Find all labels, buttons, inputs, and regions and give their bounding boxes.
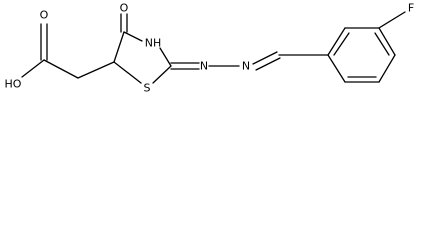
bond-n-ch-double-b (255, 57, 281, 71)
bond-ar-6-1 (327, 27, 346, 56)
bond-ar-1-2 (327, 54, 346, 83)
bond-n-ch-double-a (252, 51, 278, 65)
bond-c4-n3 (123, 31, 143, 42)
bond-c2-s1 (152, 65, 172, 84)
atom-label-ring-carbonyl-oxygen: O (120, 2, 129, 15)
bond-ar-3-4 (378, 54, 396, 83)
bond-ch2-c5 (77, 61, 115, 79)
bond-ar-inner-c (333, 32, 350, 56)
bond-s1-c5 (113, 61, 142, 84)
atom-label-acid-carbonyl-oxygen: O (40, 9, 49, 22)
bond-cooh-c-oh (21, 59, 45, 78)
atom-labels: HO O O NH S N N F (5, 2, 415, 95)
bond-c5-c4 (113, 31, 125, 63)
carboxylic-acid-group (21, 23, 115, 79)
atom-label-hydrazone-n2: N (242, 60, 250, 73)
bond-ar-inner-b (374, 32, 390, 56)
atom-label-hydrazone-n1: N (200, 60, 208, 73)
bond-ar-4-5 (378, 27, 396, 56)
bond-n3-c2 (159, 47, 172, 67)
hydrazone-linker (170, 51, 329, 71)
chemical-structure-diagram: HO O O NH S N N F (5, 2, 415, 95)
atom-label-ring-nitrogen: NH (145, 37, 162, 50)
atom-label-fluorine: F (408, 2, 414, 15)
bond-cooh-c-ch2 (43, 59, 79, 79)
fluorophenyl-ring (327, 11, 406, 83)
atom-label-ring-sulfur: S (144, 82, 151, 95)
atom-label-hydroxyl: HO (5, 78, 22, 91)
thiazolidinone-ring (113, 13, 172, 84)
bond-ar-c-f (378, 11, 406, 29)
